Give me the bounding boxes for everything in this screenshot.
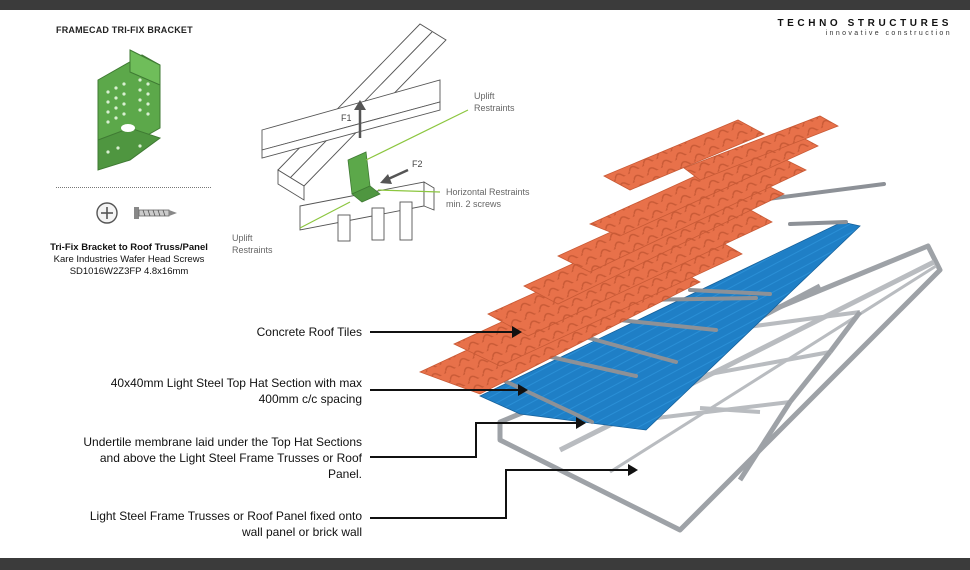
label-roof-tiles: Concrete Roof Tiles	[256, 325, 362, 339]
window-bottom-bar	[0, 558, 970, 570]
force-arrow-f1	[354, 100, 366, 138]
force-arrow-f2	[380, 168, 409, 184]
callout-horizontal: Horizontal Restraints min. 2 screws	[446, 187, 530, 209]
screw-side-icon	[134, 207, 177, 219]
label-top-hat: 40x40mm Light Steel Top Hat Section with…	[110, 376, 362, 406]
screw-caption-line: SD1016W2Z3FP 4.8x16mm	[69, 266, 189, 277]
slide: TECHNO STRUCTURES innovative constructio…	[0, 10, 970, 558]
tri-fix-bracket-illustration	[97, 49, 162, 171]
callout-uplift-top: Uplift Restraints	[474, 91, 515, 113]
brand-logo: TECHNO STRUCTURES innovative constructio…	[777, 18, 952, 37]
callout-uplift-left: Uplift Restraints	[232, 233, 273, 255]
window-top-bar	[0, 0, 970, 10]
label-frame-trusses: Light Steel Frame Trusses or Roof Panel …	[89, 509, 362, 539]
screw-caption: Tri-Fix Bracket to Roof Truss/Panel Kare…	[20, 242, 238, 278]
callout-lines	[299, 109, 469, 229]
screw-caption-line: Kare Industries Wafer Head Screws	[53, 254, 205, 265]
label-leader-arrows	[370, 331, 628, 519]
screw-caption-title: Tri-Fix Bracket to Roof Truss/Panel	[50, 242, 208, 253]
bracket-title: FRAMECAD TRI-FIX BRACKET	[56, 25, 193, 35]
brand-tagline: innovative construction	[825, 30, 952, 37]
force-label-f1: F1	[341, 113, 352, 123]
divider	[56, 187, 211, 188]
steel-frame	[497, 243, 943, 533]
brand-name: TECHNO STRUCTURES	[777, 18, 952, 29]
concrete-roof-tiles	[418, 115, 839, 395]
screw-head-icon	[96, 202, 118, 224]
connection-detail-drawing	[261, 23, 447, 242]
force-label-f2: F2	[412, 159, 423, 169]
label-membrane: Undertile membrane laid under the Top Ha…	[83, 435, 362, 481]
roof-diagram	[96, 23, 943, 533]
